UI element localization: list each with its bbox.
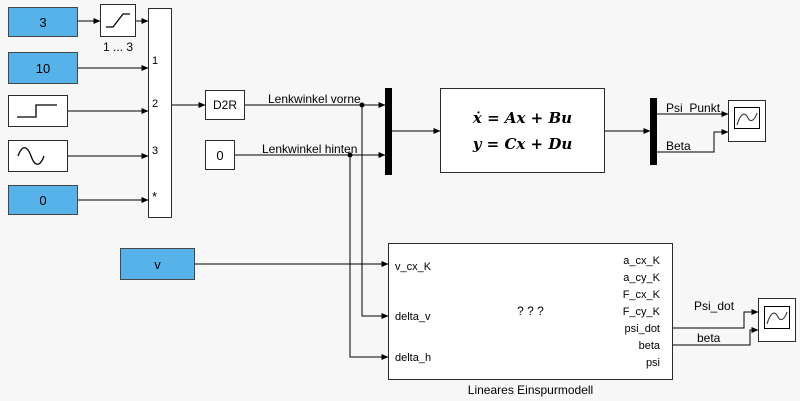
step-icon [17,104,57,118]
subsystem-outport-label: psi [645,357,660,369]
constant-value: 10 [35,60,51,76]
signal-label-psi-dot: Psi_dot [694,299,735,313]
subsystem-placeholder: ? ? ? [517,304,544,318]
demux-block[interactable] [650,98,657,165]
subsystem-block-einspurmodell[interactable]: v_cx_K delta_v delta_h a_cx_K a_cy_K F_c… [388,243,673,380]
constant-block-0[interactable]: 0 [8,185,78,215]
signal-label-beta-lower: beta [697,331,721,345]
constant-block-v[interactable]: v [120,248,195,280]
wire-vorne-branch-to-deltav [361,105,389,319]
sine-wave-block[interactable] [8,140,68,172]
signal-label-psi-punkt: Psi_Punkt [666,101,721,115]
scope-icon [764,306,790,329]
mux-block[interactable] [385,88,392,175]
saturation-icon [106,13,130,28]
constant-block-zero[interactable]: 0 [205,140,235,170]
saturation-caption: 1 ... 3 [102,40,134,54]
step-block[interactable] [8,95,68,127]
signal-label-lenkwinkel-vorne: Lenkwinkel vorne [268,92,361,106]
subsystem-outport-label: a_cy_K [623,272,660,284]
subsystem-outport-label: F_cy_K [622,306,660,318]
d2r-label: D2R [212,98,237,112]
wire-beta-to-scope2 [673,327,759,346]
output-equation: y = Cx + Du [472,134,573,153]
constant-value: v [154,256,161,272]
wire-hinten-branch-to-deltah [349,155,389,360]
switch-port-label: * [152,189,158,204]
scope-block-bottom[interactable] [758,298,796,342]
constant-block-3[interactable]: 3 [8,7,78,37]
branch-dot-hinten [347,152,353,158]
constant-value: 0 [39,192,47,208]
subsystem-outport-label: beta [638,340,660,352]
constant-value: 3 [39,14,47,30]
sine-wave-icon [17,147,45,165]
subsystem-outport-label: F_cx_K [622,289,660,301]
signal-label-beta-upper: Beta [666,139,691,153]
scope-icon [734,107,760,129]
wire-psidot-to-scope2 [673,309,759,329]
branch-dot-vorne [359,102,365,108]
subsystem-inport-label: delta_v [395,311,431,323]
state-space-equations: ẋ = Ax + Bu y = Cx + Du [441,105,604,157]
subsystem-caption: Lineares Einspurmodell [467,383,594,397]
subsystem-inport-label: delta_h [395,352,432,364]
switch-port-label: 3 [152,145,159,157]
switch-port-label: 2 [152,98,159,110]
state-equation: ẋ = Ax + Bu [472,108,573,127]
subsystem-inport-label: v_cx_K [395,261,432,273]
signal-label-lenkwinkel-hinten: Lenkwinkel hinten [262,142,358,156]
state-space-block[interactable]: ẋ = Ax + Bu y = Cx + Du [440,88,605,173]
constant-block-10[interactable]: 10 [8,52,78,84]
d2r-block[interactable]: D2R [205,90,245,120]
wire-beta-to-scope [657,129,729,153]
subsystem-outport-label: psi_dot [624,323,660,335]
constant-value: 0 [216,147,224,163]
saturation-block[interactable] [100,4,136,37]
subsystem-outport-label: a_cx_K [623,255,660,267]
scope-block-top[interactable] [728,100,766,142]
switch-port-label: 1 [152,55,159,67]
multiport-switch-block[interactable]: 1 2 3 * [148,8,172,218]
